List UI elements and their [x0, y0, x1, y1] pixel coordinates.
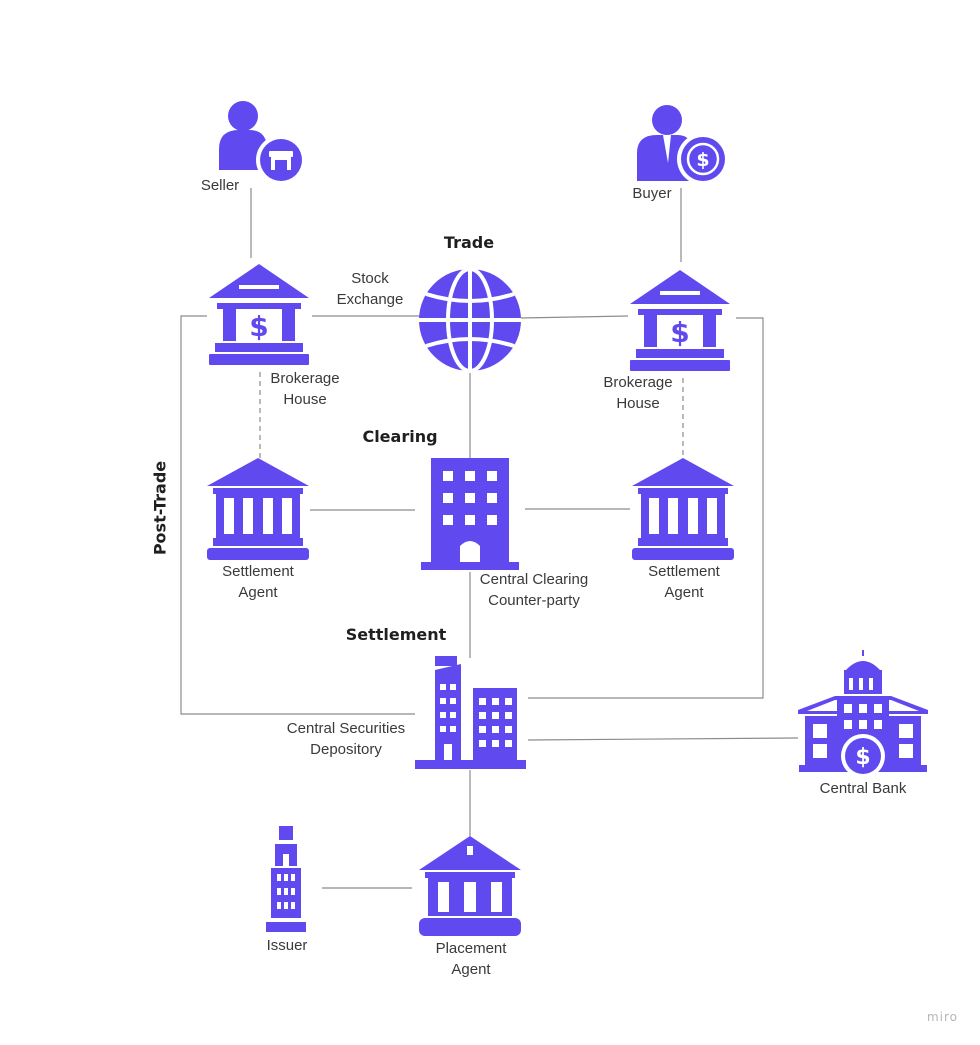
svg-text:$: $ — [670, 316, 689, 349]
issuer-skyscraper-icon — [266, 826, 306, 932]
settlement-left-label: Settlement Agent — [222, 563, 294, 601]
section-heading-post-trade: Post-Trade — [150, 460, 170, 556]
seller-label: Seller — [200, 177, 240, 194]
clearing-label: Central Clearing Counter-party — [479, 571, 589, 609]
central-bank-capitol-dollar-icon: $ — [798, 650, 928, 778]
csd-to-central-bank-line — [527, 737, 799, 741]
buyer-person-dollar-icon: $ — [637, 105, 729, 185]
settlement-agent-right-bank-icon — [632, 458, 734, 560]
connectors — [180, 188, 799, 889]
brokerage-left-bank-dollar-icon: $ — [209, 264, 309, 365]
post-trade-left-bracket — [180, 315, 415, 715]
svg-text:$: $ — [855, 745, 870, 770]
settlement-right-label: Settlement Agent — [648, 563, 720, 601]
stock-exchange-label: Stock Exchange — [336, 270, 404, 308]
placement-label: Placement Agent — [435, 940, 507, 978]
svg-text:$: $ — [249, 310, 268, 343]
exchange-to-brokerage-line — [519, 315, 629, 319]
issuer-label: Issuer — [266, 937, 308, 954]
settlement-agent-left-bank-icon — [207, 458, 309, 560]
central-bank-label: Central Bank — [819, 780, 907, 797]
csd-label: Central Securities Depository — [286, 720, 406, 758]
miro-watermark: miro — [926, 1010, 958, 1024]
seller-person-store-icon — [219, 101, 306, 185]
brokerage-left-label: Brokerage House — [270, 370, 340, 408]
brokerage-right-bank-dollar-icon: $ — [630, 270, 730, 371]
central-clearing-building-icon — [421, 458, 519, 570]
buyer-label: Buyer — [632, 185, 672, 202]
section-heading-trade: Trade — [443, 233, 495, 252]
brokerage-right-label: Brokerage House — [603, 374, 673, 412]
stock-exchange-globe-icon — [419, 267, 521, 373]
placement-agent-bank-icon — [419, 836, 521, 936]
svg-text:$: $ — [696, 149, 709, 171]
post-trade-right-bracket — [528, 317, 764, 699]
csd-city-buildings-icon — [415, 656, 526, 769]
section-heading-settlement: Settlement — [345, 625, 447, 644]
section-heading-clearing: Clearing — [362, 427, 438, 446]
